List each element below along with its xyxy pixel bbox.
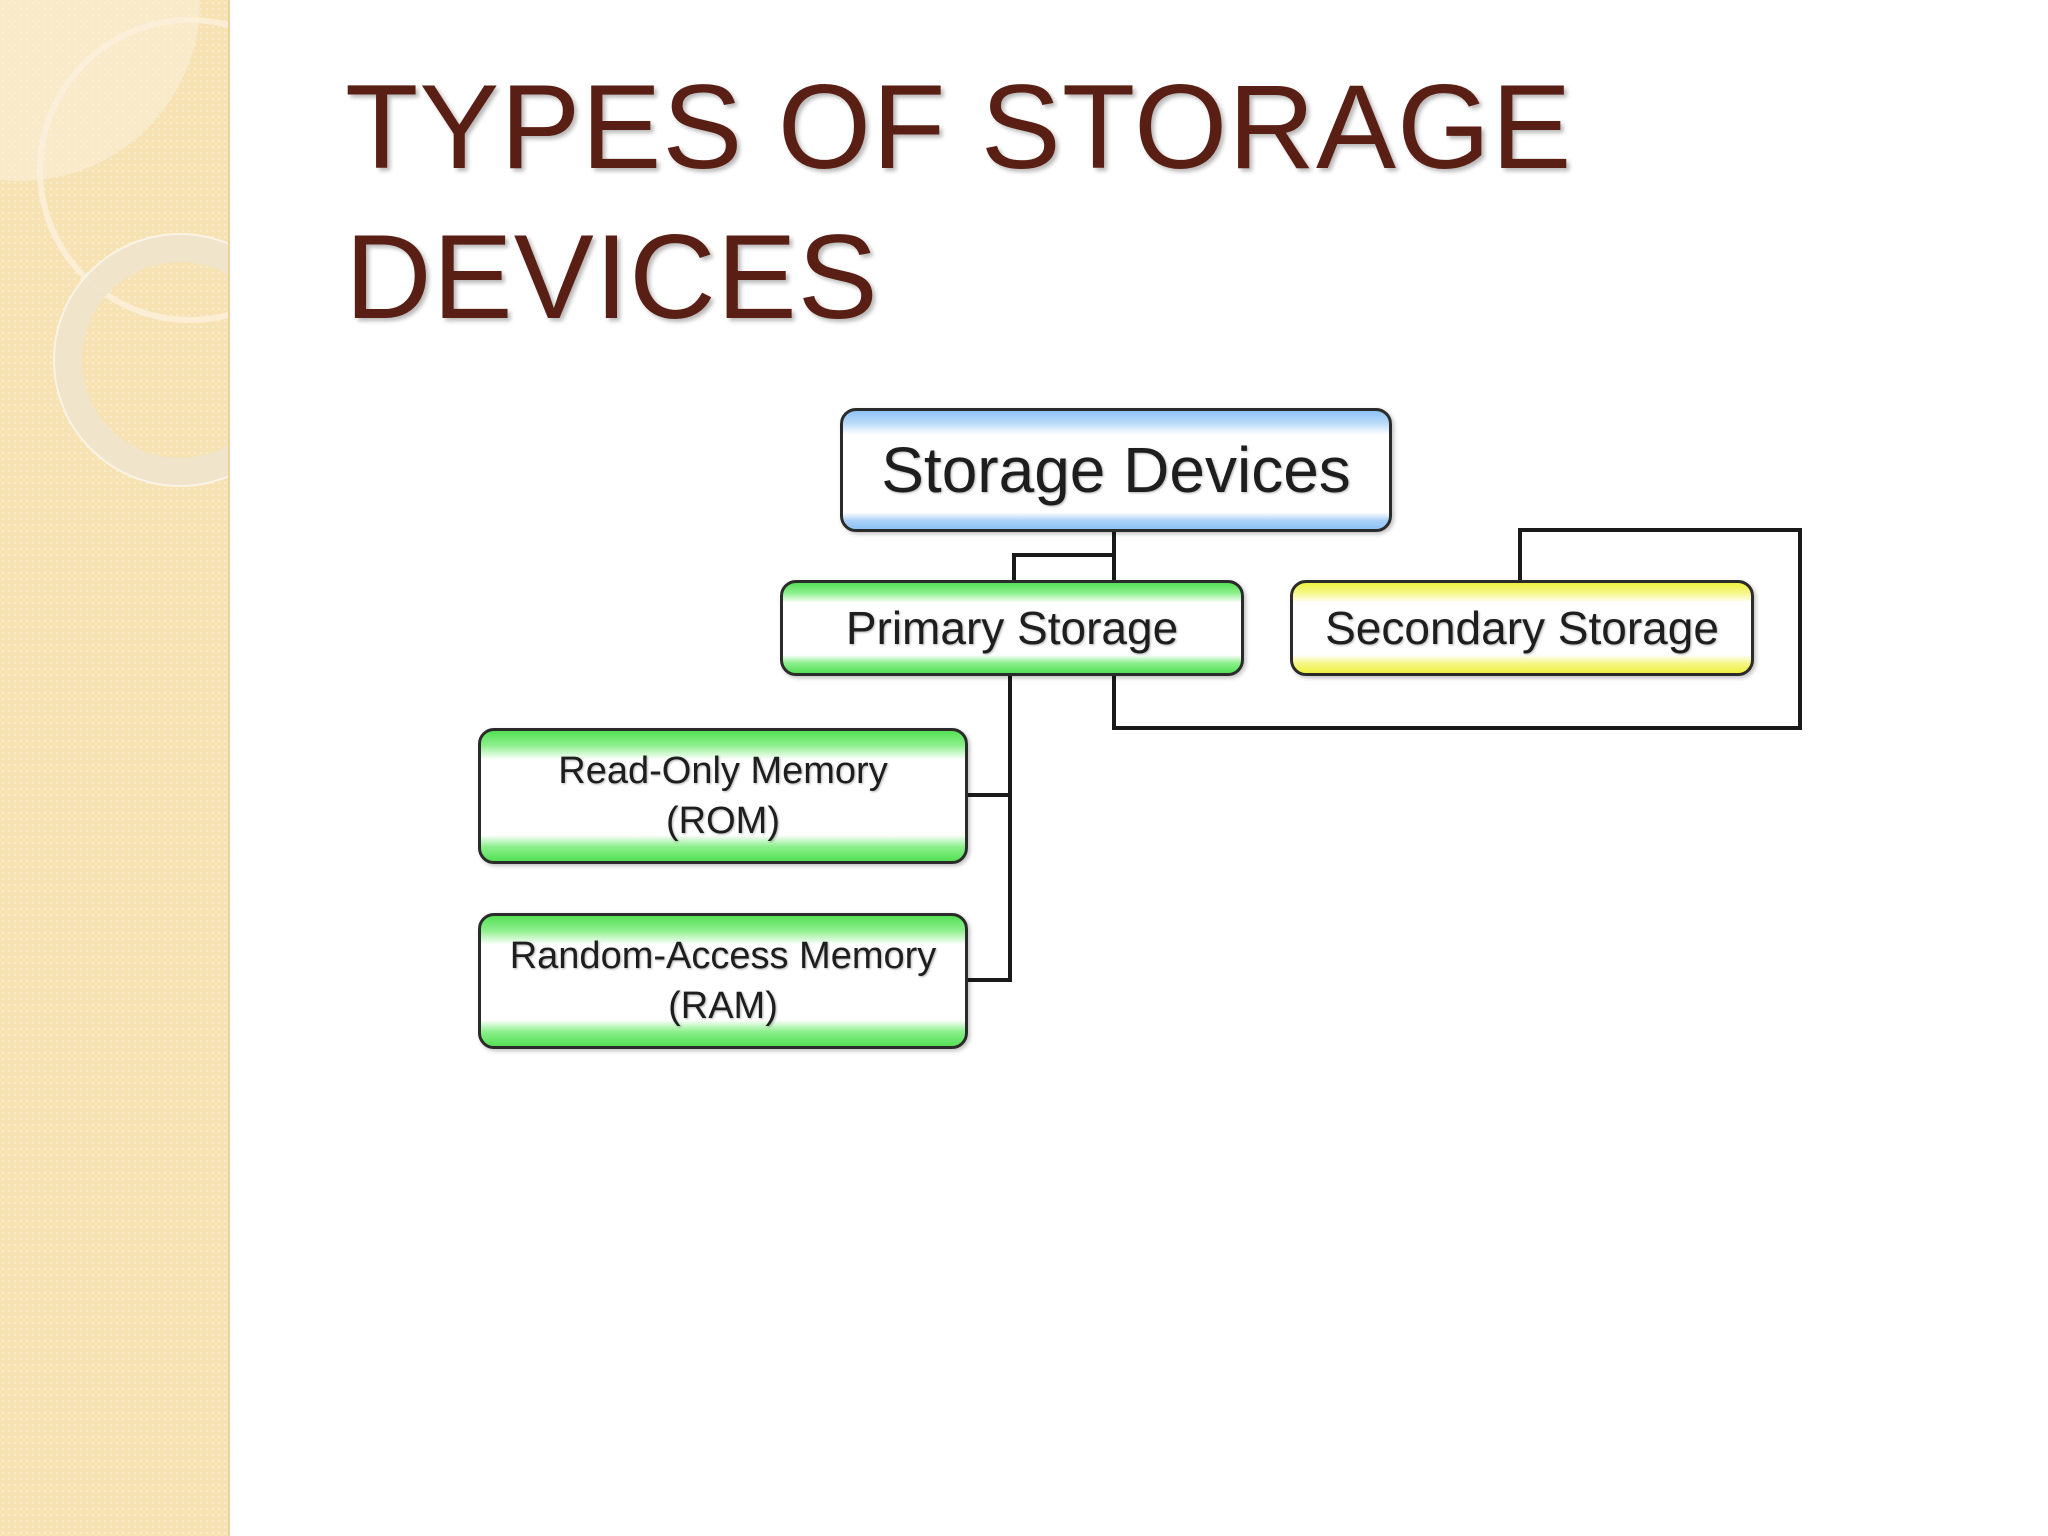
storage-devices-label: Storage Devices xyxy=(881,434,1351,506)
ram-label-line-1: Random-Access Memory xyxy=(509,935,937,977)
decorative-circles xyxy=(0,0,228,487)
storage-devices-node: Storage Devices xyxy=(840,408,1392,532)
rom-node: Read-Only Memory (ROM) xyxy=(478,728,968,864)
slide-title: TYPES OF STORAGE DEVICES xyxy=(345,52,1845,352)
connector-primary-to-ram xyxy=(968,675,1012,982)
primary-storage-node: Primary Storage xyxy=(780,580,1244,676)
primary-storage-label: Primary Storage xyxy=(845,602,1179,654)
connector-root-to-primary xyxy=(1012,553,1114,580)
ram-node: Random-Access Memory (RAM) xyxy=(478,913,968,1049)
ram-label-line-2: (RAM) xyxy=(668,985,778,1027)
rom-label-line-1: Read-Only Memory xyxy=(558,750,888,792)
slide-title-line-1: TYPES OF STORAGE xyxy=(345,60,1573,194)
decorative-sidebar xyxy=(0,0,230,1536)
connector-root-to-secondary xyxy=(1112,528,1802,730)
rom-label-line-2: (ROM) xyxy=(666,800,780,842)
slide-title-line-2: DEVICES xyxy=(345,210,879,344)
secondary-storage-label: Secondary Storage xyxy=(1325,602,1719,654)
secondary-storage-node: Secondary Storage xyxy=(1290,580,1754,676)
